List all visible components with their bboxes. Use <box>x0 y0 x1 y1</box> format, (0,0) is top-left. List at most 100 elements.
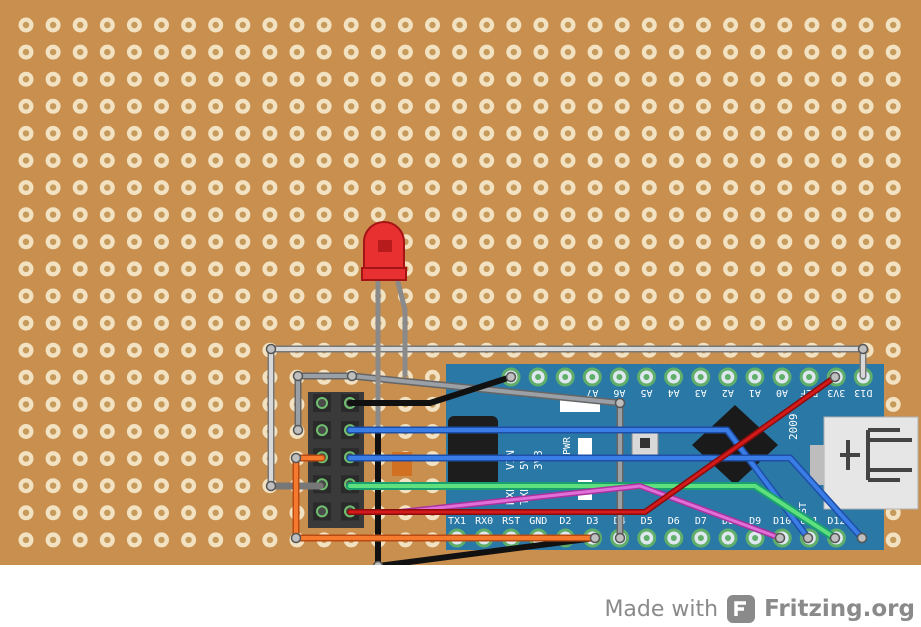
board-hole <box>533 44 549 60</box>
board-hole <box>696 261 711 277</box>
board-hole <box>154 261 169 277</box>
board-hole <box>425 71 440 87</box>
board-hole <box>72 505 88 521</box>
board-hole <box>858 180 874 196</box>
board-hole <box>560 17 576 33</box>
board-hole <box>831 207 847 223</box>
arduino-pin-top <box>528 367 548 387</box>
board-hole <box>289 207 305 223</box>
board-hole <box>885 342 901 358</box>
board-hole <box>235 505 251 521</box>
board-hole <box>208 342 224 358</box>
board-hole <box>397 153 413 168</box>
board-hole <box>235 532 251 548</box>
board-hole <box>696 98 711 114</box>
board-hole <box>72 234 88 250</box>
board-hole <box>72 424 88 439</box>
board-hole <box>18 369 34 385</box>
board-hole <box>126 207 142 223</box>
board-hole <box>154 424 169 439</box>
board-hole <box>668 125 684 141</box>
board-hole <box>289 315 305 331</box>
board-hole <box>181 180 197 196</box>
board-hole <box>885 234 901 250</box>
board-hole <box>154 180 169 196</box>
board-hole <box>614 98 630 114</box>
board-hole <box>235 44 251 60</box>
board-hole <box>154 451 169 467</box>
board-hole <box>18 17 34 33</box>
board-hole <box>452 153 468 168</box>
board-hole <box>289 71 305 87</box>
arduino-pin-top: A1 <box>745 367 765 398</box>
board-hole <box>858 153 874 168</box>
board-hole <box>262 234 278 250</box>
board-hole <box>831 71 847 87</box>
board-hole <box>181 207 197 223</box>
board-hole <box>235 424 251 439</box>
board-hole <box>99 98 115 114</box>
board-hole <box>343 315 359 331</box>
board-hole <box>668 71 684 87</box>
label-rst: RST <box>798 502 809 520</box>
board-hole <box>885 44 901 60</box>
board-hole <box>208 315 224 331</box>
board-hole <box>18 396 34 412</box>
board-hole <box>885 396 901 412</box>
board-hole <box>235 207 251 223</box>
board-hole <box>181 288 197 304</box>
board-hole <box>235 180 251 196</box>
board-hole <box>587 44 603 60</box>
board-hole <box>72 261 88 277</box>
board-hole <box>18 451 34 467</box>
board-hole <box>126 505 142 521</box>
board-hole <box>614 288 630 304</box>
board-hole <box>831 98 847 114</box>
board-hole <box>99 71 115 87</box>
arduino-pin-label: A7 <box>586 387 598 398</box>
arduino-pin-label: A2 <box>722 387 734 398</box>
board-hole <box>696 153 711 168</box>
board-hole <box>18 424 34 439</box>
board-hole <box>262 207 278 223</box>
board-hole <box>181 71 197 87</box>
board-hole <box>723 17 739 33</box>
board-hole <box>397 98 413 114</box>
board-hole <box>316 234 332 250</box>
board-hole <box>425 315 440 331</box>
arduino-pin-top: A4 <box>664 367 684 398</box>
board-hole <box>858 17 874 33</box>
board-hole <box>316 261 332 277</box>
wire-red-core <box>348 375 837 514</box>
board-hole <box>858 261 874 277</box>
board-hole <box>723 315 739 331</box>
led-leg-anode <box>395 279 408 378</box>
board-hole <box>99 234 115 250</box>
board-hole <box>723 98 739 114</box>
wire-gray-loop-core <box>269 347 865 488</box>
board-hole <box>45 44 61 60</box>
wire-orange-core <box>294 456 594 540</box>
board-hole <box>587 288 603 304</box>
board-hole <box>614 125 630 141</box>
board-hole <box>289 98 305 114</box>
board-hole <box>181 234 197 250</box>
board-hole <box>72 125 88 141</box>
arduino-pin-label: 3V3 <box>827 387 845 398</box>
board-hole <box>533 98 549 114</box>
arduino-pin-label: A5 <box>640 387 652 398</box>
board-hole <box>316 288 332 304</box>
board-hole <box>316 71 332 87</box>
arduino-pin-label: D6 <box>668 516 680 527</box>
board-hole <box>479 17 495 33</box>
board-hole <box>235 98 251 114</box>
board-hole <box>289 17 305 33</box>
board-hole <box>235 17 251 33</box>
board-hole <box>99 17 115 33</box>
board-hole <box>506 315 522 331</box>
wire-endpoint <box>292 370 304 382</box>
board-hole <box>641 17 657 33</box>
board-hole <box>126 44 142 60</box>
arduino-pin-label: D13 <box>854 387 872 398</box>
board-hole <box>208 451 224 467</box>
